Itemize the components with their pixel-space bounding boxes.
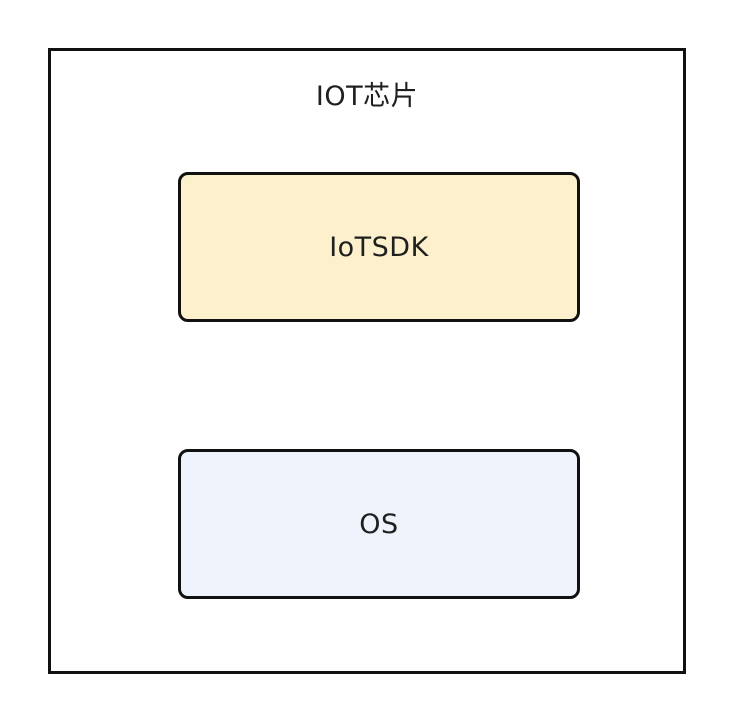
iot-chip-container: IOT芯片 IoTSDK OS [48, 48, 686, 674]
os-label: OS [359, 508, 399, 540]
os-box: OS [178, 449, 580, 599]
iotsdk-box: IoTSDK [178, 172, 580, 322]
iot-chip-label: IOT芯片 [315, 81, 419, 112]
iotsdk-label: IoTSDK [329, 231, 429, 263]
